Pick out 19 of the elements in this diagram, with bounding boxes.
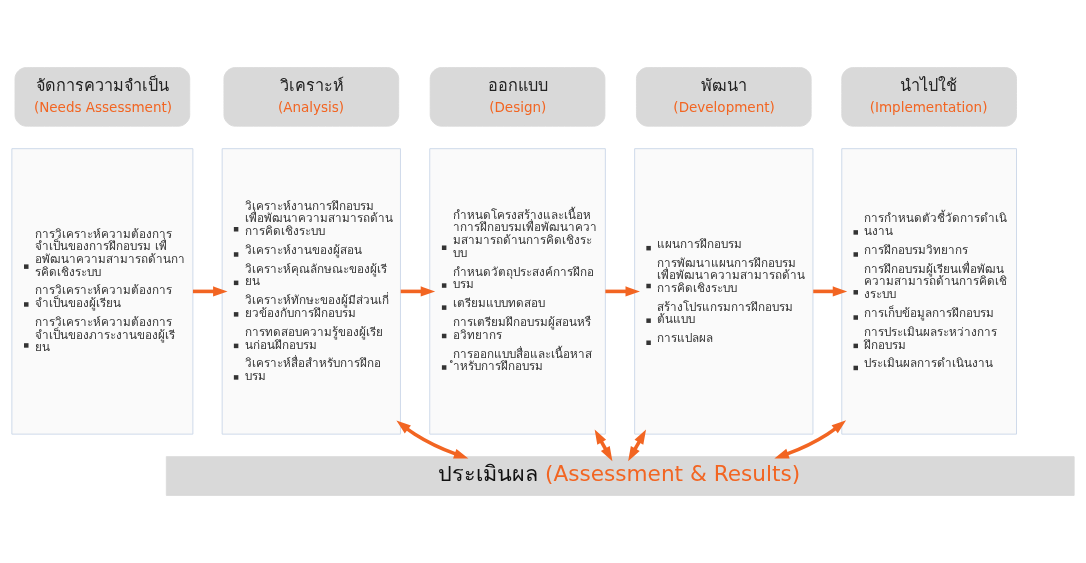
node-box: การกำหนดตัวชี้วัดการดำเนินงาน การฝึกอบรมวิทยากร การฝึกอบรมผู้เรียนเพื่อพัฒนความสามารถด้านการคิดเชิงระบบ การเก็บข้อมูลการฝึกอบรม การประเมินผลระหว่างการฝึกอบรม ประเมินผลการดำเนินงาน [841, 148, 1017, 435]
arrow [192, 286, 228, 297]
node-box: การวิเคราะห์ความต้องการจำเป็นของการฝึกอบรม เพื่อพัฒนาความสามารถด้านการคิดเชิงระบบ การวิเคราะห์ความต้องการจำเป็นของผู้เรียน การวิเคราะห์ความต้องการจำเป็นของภาระงานของผู้เรียน [11, 148, 194, 435]
arrow [396, 420, 469, 459]
node-box: วิเคราะห์งานการฝึกอบรม เพื่อพัฒนาความสามารถด้านการคิดเชิงระบบ วิเคราะห์งานของผู้สอน วิเคราะห์คุณลักษณะของผู้เรียน วิเคราะห์ทักษะของผู้มีส่วนเกี่ยวข้องกับการฝึกอบรม การทดสอบความรู้ของผู้เรียนก่อนฝึกอบรม วิเคราะห์สื่อสำหรับการฝึกอบรม [221, 148, 401, 435]
arrow [628, 429, 647, 462]
arrow [400, 286, 436, 297]
arrow [774, 420, 847, 459]
node-box: พัฒนา (Development) [636, 67, 812, 127]
node-box: กำหนดโครงสร้างและเนื้อหาการฝึกอบรมเพื่อพัฒนาความสามารถด้านการคิดเชิงระบบ กำหนดวัตถุประสงค์การฝึกอบรม เตรียมแบบทดสอบ การเตรียมฝึกอบรมผู้สอนหรือวิทยากร การออกแบบสื่อและเนื้อหาสำหรับการฝึกอบรม [429, 148, 606, 435]
arrow [813, 286, 848, 297]
node-box: ประเมินผล (Assessment & Results) [165, 456, 1075, 496]
node-box: ออกแบบ (Design) [429, 67, 606, 127]
arrow [605, 286, 640, 297]
node-box: นำไปใช้ (Implementation) [841, 67, 1017, 127]
node-box: แผนการฝึกอบรม การพัฒนาแผนการฝึกอบรม เพื่อพัฒนาความสามารถด้านการคิดเชิงระบบ สร้างโปรแกรมการฝึกอบรมต้นแบบ การแปลผล [634, 148, 814, 435]
node-box: วิเคราะห์ (Analysis) [223, 67, 400, 127]
node-box: จัดการความจำเป็น (Needs Assessment) [14, 67, 191, 127]
arrow [594, 429, 613, 462]
